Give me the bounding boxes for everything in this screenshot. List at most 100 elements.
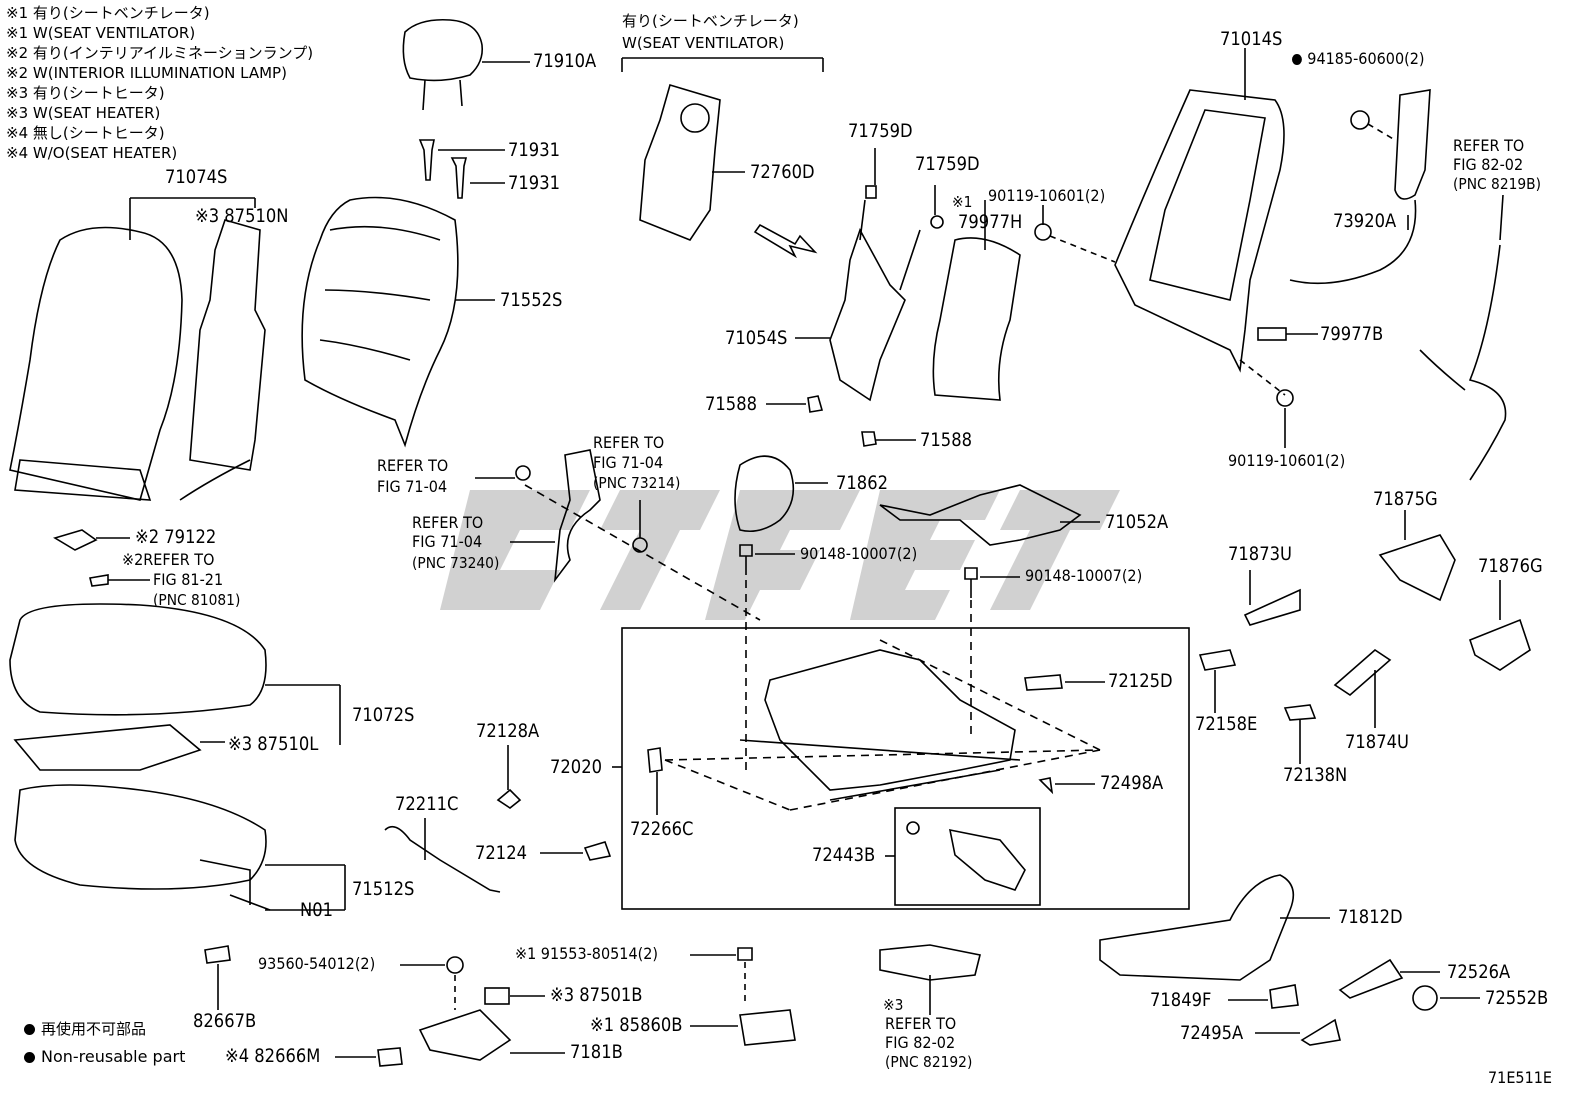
part-87510N[interactable]: ※3 87510N xyxy=(195,205,289,227)
part-71014S[interactable]: 71014S xyxy=(1220,28,1283,50)
ref-82-02-top-line2[interactable]: FIG 82-02 xyxy=(1453,155,1524,174)
ventilator-header-jp: 有り(シートベンチレータ) xyxy=(622,12,799,30)
cushion-cover-shape xyxy=(9,603,267,716)
seatback-frame-shape xyxy=(1114,89,1285,373)
ref-71-04-low-line1[interactable]: REFER TO xyxy=(412,513,484,532)
part-71873U[interactable]: 71873U xyxy=(1228,543,1292,565)
figure-code: 71E511E xyxy=(1488,1068,1553,1087)
note-2-jp: ※2 有り(インテリアイルミネーションランプ) xyxy=(6,44,314,62)
ref-82-02-bot-line2[interactable]: FIG 82-02 xyxy=(885,1033,956,1052)
part-71054S[interactable]: 71054S xyxy=(725,327,788,349)
part-71812D[interactable]: 71812D xyxy=(1338,906,1403,928)
note-1-en: ※1 W(SEAT VENTILATOR) xyxy=(6,24,196,42)
part-72158E[interactable]: 72158E xyxy=(1195,713,1258,735)
part-82667B[interactable]: 82667B xyxy=(193,1010,257,1032)
part-72125D[interactable]: 72125D xyxy=(1108,670,1173,692)
non-reusable-bullet-icon xyxy=(24,1052,35,1063)
watermark-logo xyxy=(440,490,1120,620)
part-N01[interactable]: N01 xyxy=(300,899,334,921)
part-71875G[interactable]: 71875G xyxy=(1373,488,1438,510)
part-71512S[interactable]: 71512S xyxy=(352,878,415,900)
part-91553-80514[interactable]: ※1 91553-80514(2) xyxy=(515,944,659,963)
ref-71-04-mid-line2[interactable]: FIG 71-04 xyxy=(593,453,664,472)
part-71074S[interactable]: 71074S xyxy=(165,166,228,188)
legend-jp-text: 再使用不可部品 xyxy=(41,1020,147,1038)
part-72211C[interactable]: 72211C xyxy=(395,793,459,815)
part-71876G[interactable]: 71876G xyxy=(1478,555,1543,577)
part-72020[interactable]: 72020 xyxy=(550,756,602,778)
part-71931-a[interactable]: 71931 xyxy=(508,139,560,161)
note-4-jp: ※4 無し(シートヒータ) xyxy=(6,124,165,142)
ref-71-04-low-line2[interactable]: FIG 71-04 xyxy=(412,532,483,551)
part-79977H-mark: ※1 xyxy=(952,193,973,211)
part-71759D-a[interactable]: 71759D xyxy=(848,120,913,142)
ref-82-02-top-line3[interactable]: (PNC 8219B) xyxy=(1453,175,1542,193)
part-71910A[interactable]: 71910A xyxy=(533,50,597,72)
part-7181B[interactable]: 7181B xyxy=(570,1041,623,1063)
ref-81-21-line1[interactable]: ※2REFER TO xyxy=(122,550,215,569)
part-90148-b[interactable]: 90148-10007(2) xyxy=(1025,566,1143,585)
ventilator-header-en: W(SEAT VENTILATOR) xyxy=(622,34,785,52)
part-71072S[interactable]: 71072S xyxy=(352,704,415,726)
part-71052A[interactable]: 71052A xyxy=(1105,511,1169,533)
ref-71-04-low-line3[interactable]: (PNC 73240) xyxy=(412,554,500,572)
ref-71-04-left-line1[interactable]: REFER TO xyxy=(377,456,449,475)
part-72138N[interactable]: 72138N xyxy=(1283,764,1348,786)
part-72266C[interactable]: 72266C xyxy=(630,818,694,840)
note-4-en: ※4 W/O(SEAT HEATER) xyxy=(6,144,178,162)
note-1-jp: ※1 有り(シートベンチレータ) xyxy=(6,4,210,22)
part-79122[interactable]: ※2 79122 xyxy=(135,526,217,548)
part-87510L[interactable]: ※3 87510L xyxy=(228,733,319,755)
part-72760D[interactable]: 72760D xyxy=(750,161,815,183)
note-2-en: ※2 W(INTERIOR ILLUMINATION LAMP) xyxy=(6,64,287,82)
ref-81-21-line3[interactable]: (PNC 81081) xyxy=(153,591,241,609)
part-72498A[interactable]: 72498A xyxy=(1100,772,1164,794)
part-72128A[interactable]: 72128A xyxy=(476,720,540,742)
part-90119-a[interactable]: 90119-10601(2) xyxy=(988,186,1106,205)
headrest-shape xyxy=(402,18,484,82)
part-79977H[interactable]: 79977H xyxy=(958,211,1023,233)
ref-82-02-top-line1[interactable]: REFER TO xyxy=(1453,136,1525,155)
legend-jp: 再使用不可部品 xyxy=(24,1022,146,1037)
part-82666M[interactable]: ※4 82666M xyxy=(225,1045,321,1067)
part-79977B[interactable]: 79977B xyxy=(1320,323,1384,345)
part-71874U[interactable]: 71874U xyxy=(1345,731,1409,753)
part-71552S[interactable]: 71552S xyxy=(500,289,563,311)
ref-71-04-mid-line1[interactable]: REFER TO xyxy=(593,433,665,452)
part-90119-b[interactable]: 90119-10601(2) xyxy=(1228,451,1346,470)
cover-71862-shape xyxy=(734,455,795,533)
part-72443B[interactable]: 72443B xyxy=(812,844,876,866)
non-reusable-marker-icon xyxy=(1292,54,1302,65)
ref-82-02-bot-line3[interactable]: (PNC 82192) xyxy=(885,1053,973,1071)
pad-79977H-shape xyxy=(932,237,1021,401)
part-73920A[interactable]: 73920A xyxy=(1333,210,1397,232)
part-85860B[interactable]: ※1 85860B xyxy=(590,1014,683,1036)
seatback-cover-shape xyxy=(9,226,183,501)
ref-71-04-left-line2[interactable]: FIG 71-04 xyxy=(377,477,448,496)
part-71931-b[interactable]: 71931 xyxy=(508,172,560,194)
cushion-pad-shape xyxy=(14,784,267,890)
part-93560-54012[interactable]: 93560-54012(2) xyxy=(258,954,376,973)
line-art xyxy=(9,18,1531,1067)
part-71759D-b[interactable]: 71759D xyxy=(915,153,980,175)
part-90148-a[interactable]: 90148-10007(2) xyxy=(800,544,918,563)
ref-71-04-mid-line3[interactable]: (PNC 73214) xyxy=(593,474,681,492)
part-71588-a[interactable]: 71588 xyxy=(705,393,757,415)
note-3-en: ※3 W(SEAT HEATER) xyxy=(6,104,161,122)
part-71588-b[interactable]: 71588 xyxy=(920,429,972,451)
part-72495A[interactable]: 72495A xyxy=(1180,1022,1244,1044)
ref-82-02-bot-line1[interactable]: REFER TO xyxy=(885,1014,957,1033)
part-94185-text: 94185-60600(2) xyxy=(1307,49,1425,68)
ref-81-21-line2[interactable]: FIG 81-21 xyxy=(153,570,224,589)
part-87501B[interactable]: ※3 87501B xyxy=(550,984,643,1006)
part-72526A[interactable]: 72526A xyxy=(1447,961,1511,983)
part-72124[interactable]: 72124 xyxy=(475,842,527,864)
side-shield-shape xyxy=(1099,874,1295,981)
part-72552B[interactable]: 72552B xyxy=(1485,987,1549,1009)
part-71849F[interactable]: 71849F xyxy=(1150,989,1212,1011)
part-94185-60600[interactable]: 94185-60600(2) xyxy=(1292,51,1425,67)
legend-en: Non-reusable part xyxy=(24,1049,185,1065)
ref-82-02-bot-mark: ※3 xyxy=(883,996,904,1014)
part-71862[interactable]: 71862 xyxy=(836,472,888,494)
